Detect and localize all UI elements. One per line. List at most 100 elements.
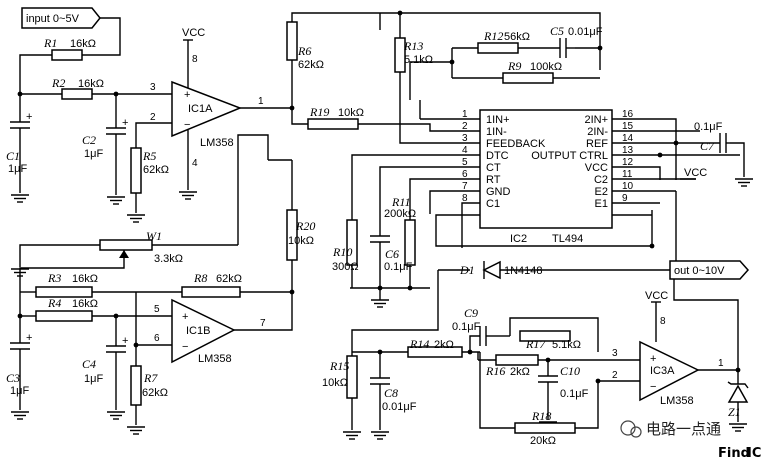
ic2-pin-label: VCC [585,162,608,174]
resistor-r6 [286,21,298,61]
svg-text:R6: R6 [297,44,311,58]
ground-icon [126,214,146,223]
svg-text:R8: R8 [193,271,207,285]
ic2-pin-number: 14 [622,133,634,144]
svg-text:R9: R9 [507,59,521,73]
ic2-pin-label: 2IN+ [584,114,608,126]
svg-text:10kΩ: 10kΩ [322,377,348,389]
svg-text:5: 5 [154,304,160,315]
resistor-r12 [477,42,519,54]
svg-text:−: − [650,381,656,393]
svg-text:C7: C7 [700,139,715,153]
resistor-r5 [130,147,142,194]
svg-text:+: + [26,111,32,123]
svg-text:−: − [182,341,188,353]
svg-text:2: 2 [150,112,156,123]
ic2-pin-number: 5 [462,157,468,168]
svg-text:IC3A: IC3A [650,365,675,377]
svg-text:10kΩ: 10kΩ [288,235,314,247]
svg-text:10kΩ: 10kΩ [338,107,364,119]
zener-z1-icon [727,384,749,403]
resistor-r2 [61,88,93,100]
ic2-tl494-box [479,109,613,229]
svg-text:300Ω: 300Ω [332,261,359,273]
ic2-pin-number: 1 [462,109,468,120]
svg-text:6: 6 [154,333,160,344]
wechat-icon [620,420,636,436]
svg-text:16kΩ: 16kΩ [70,38,96,50]
logo-right: IC [747,446,761,461]
svg-text:−: − [184,119,190,131]
svg-text:W1: W1 [146,229,162,243]
svg-text:62kΩ: 62kΩ [142,387,168,399]
svg-text:8: 8 [660,316,666,327]
svg-text:0.1μF: 0.1μF [384,261,413,273]
svg-text:R5: R5 [142,149,156,163]
svg-text:C1: C1 [6,149,20,163]
svg-text:5.1kΩ: 5.1kΩ [552,339,581,351]
ground-icon [728,423,748,432]
svg-text:2kΩ: 2kΩ [434,339,454,351]
output-port-label: out 0~10V [674,265,725,277]
svg-text:IC1A: IC1A [188,103,213,115]
svg-text:R11: R11 [391,195,410,209]
ic2-pin-number: 11 [622,169,633,180]
opamps: + − + − + − [171,80,700,402]
ic2-pin-label: CT [486,162,501,174]
svg-text:R18: R18 [531,409,551,423]
svg-text:0.1μF: 0.1μF [452,321,481,333]
svg-text:C2: C2 [82,133,96,147]
ground-icon [106,411,126,420]
svg-text:R15: R15 [329,359,349,373]
ic2-pin-label: C2 [594,174,608,186]
ic2-pin-number: 4 [462,145,468,156]
svg-text:62kΩ: 62kΩ [216,273,242,285]
svg-text:R19: R19 [309,105,329,119]
svg-text:20kΩ: 20kΩ [530,435,556,447]
ground-icon [178,191,198,200]
svg-text:3: 3 [150,82,156,93]
resistors [35,21,576,434]
opamp-ic1a-icon [171,80,243,138]
svg-text:2kΩ: 2kΩ [510,366,530,378]
junction-dots [17,10,741,384]
svg-text:VCC: VCC [684,167,707,179]
ground-icon [106,196,126,205]
port-flags [21,7,750,280]
resistor-r3 [35,286,93,298]
ic2-pin-number: 12 [622,157,634,168]
diodes [482,260,749,403]
logo-left: Find [718,446,750,461]
svg-text:C3: C3 [6,371,20,385]
ground-symbols [10,178,754,440]
svg-text:R14: R14 [409,337,429,351]
ground-icon [10,411,30,420]
opamp-ic1b-icon [171,298,236,364]
svg-text:+: + [122,117,128,129]
svg-text:C6: C6 [385,247,399,261]
svg-text:8: 8 [192,54,198,65]
svg-text:1: 1 [258,96,264,107]
ground-icon [370,431,390,440]
svg-text:5.1kΩ: 5.1kΩ [404,54,433,66]
resistor-r9 [502,72,554,84]
ic2-pin-number: 16 [622,109,634,120]
ic2-pin-number: 8 [462,193,468,204]
ic2-pin-number: 15 [622,121,634,132]
svg-text:C9: C9 [464,306,478,320]
svg-text:16kΩ: 16kΩ [72,273,98,285]
ic2-pin-number: 9 [622,193,628,204]
svg-text:C10: C10 [560,364,580,378]
resistor-r8 [181,286,241,298]
svg-text:IC2: IC2 [510,233,527,245]
resistor-r4 [35,310,93,322]
svg-text:16kΩ: 16kΩ [72,298,98,310]
svg-text:62kΩ: 62kΩ [298,59,324,71]
ic2-pin-label: 1IN+ [486,114,510,126]
watermark: 电路一点通 Find IC [620,420,761,461]
ic2-pin-label: FEEDBACK [486,138,546,150]
svg-text:R1: R1 [43,36,57,50]
svg-text:7: 7 [260,318,266,329]
svg-text:LM358: LM358 [198,353,232,365]
